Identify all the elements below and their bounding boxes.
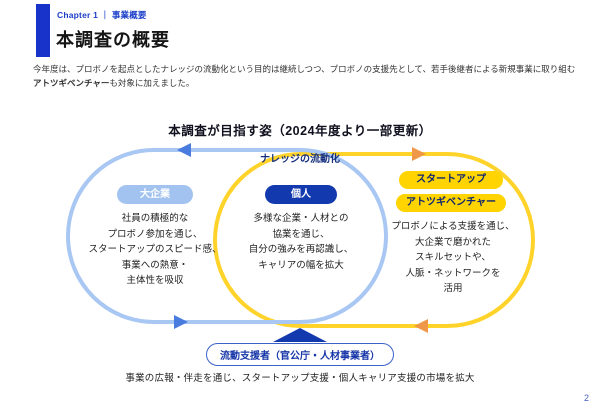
intro-bold-keyword: アトツギベンチャー [33,78,110,88]
individual-description: 多様な企業・人材との 協業を通じ、 自分の強みを再認識し、 キャリアの幅を拡大 [248,213,354,271]
startup-description: プロボノによる支援を通じ、 大企業で磨かれた スキルセットや、 人脈・ネットワー… [391,221,515,294]
chapter-label: Chapter 1 ｜ 事業概要 [57,10,147,20]
flow-arrow-left-icon [177,143,191,157]
intro-paragraph: 今年度は、プロボノを起点としたナレッジの流動化という目的は継続しつつ、プロボノの… [33,62,585,90]
title-accent-bar [36,4,50,57]
intro-text-tail: も対象に加えました。 [109,78,195,88]
supporter-up-arrow-icon [273,328,327,342]
knowledge-flow-label: ナレッジの流動化 [260,154,340,165]
flow-arrow-bottom-right-icon [174,315,188,329]
page-title: 本調査の概要 [56,30,170,50]
flow-arrow-bottom-left-icon [414,319,428,333]
diagram-heading: 本調査が目指す姿（2024年度より一部更新） [168,124,432,138]
page-number: 2 [583,393,589,403]
startup-loop-outline [213,152,535,328]
big-company-pill: 大企業 [117,185,193,204]
flow-arrow-right-icon [412,147,426,161]
bottom-caption: 事業の広報・伴走を通じ、スタートアップ支援・個人キャリア支援の市場を拡大 [125,373,475,384]
individual-pill: 個人 [265,185,337,204]
intro-text-line1: 今年度は、プロボノを起点としたナレッジの流動化という目的は継続しつつ、プロボノの… [33,64,576,74]
atotsugi-venture-pill: アトツギベンチャー [396,194,506,212]
big-company-loop-outline [66,148,388,324]
big-company-description: 社員の積極的な プロボノ参加を通じ、 スタートアップのスピード感、 事業への熱意… [88,213,222,286]
startup-pill: スタートアップ [399,171,503,189]
supporter-pill: 流動支援者（官公庁・人材事業者） [206,343,394,366]
